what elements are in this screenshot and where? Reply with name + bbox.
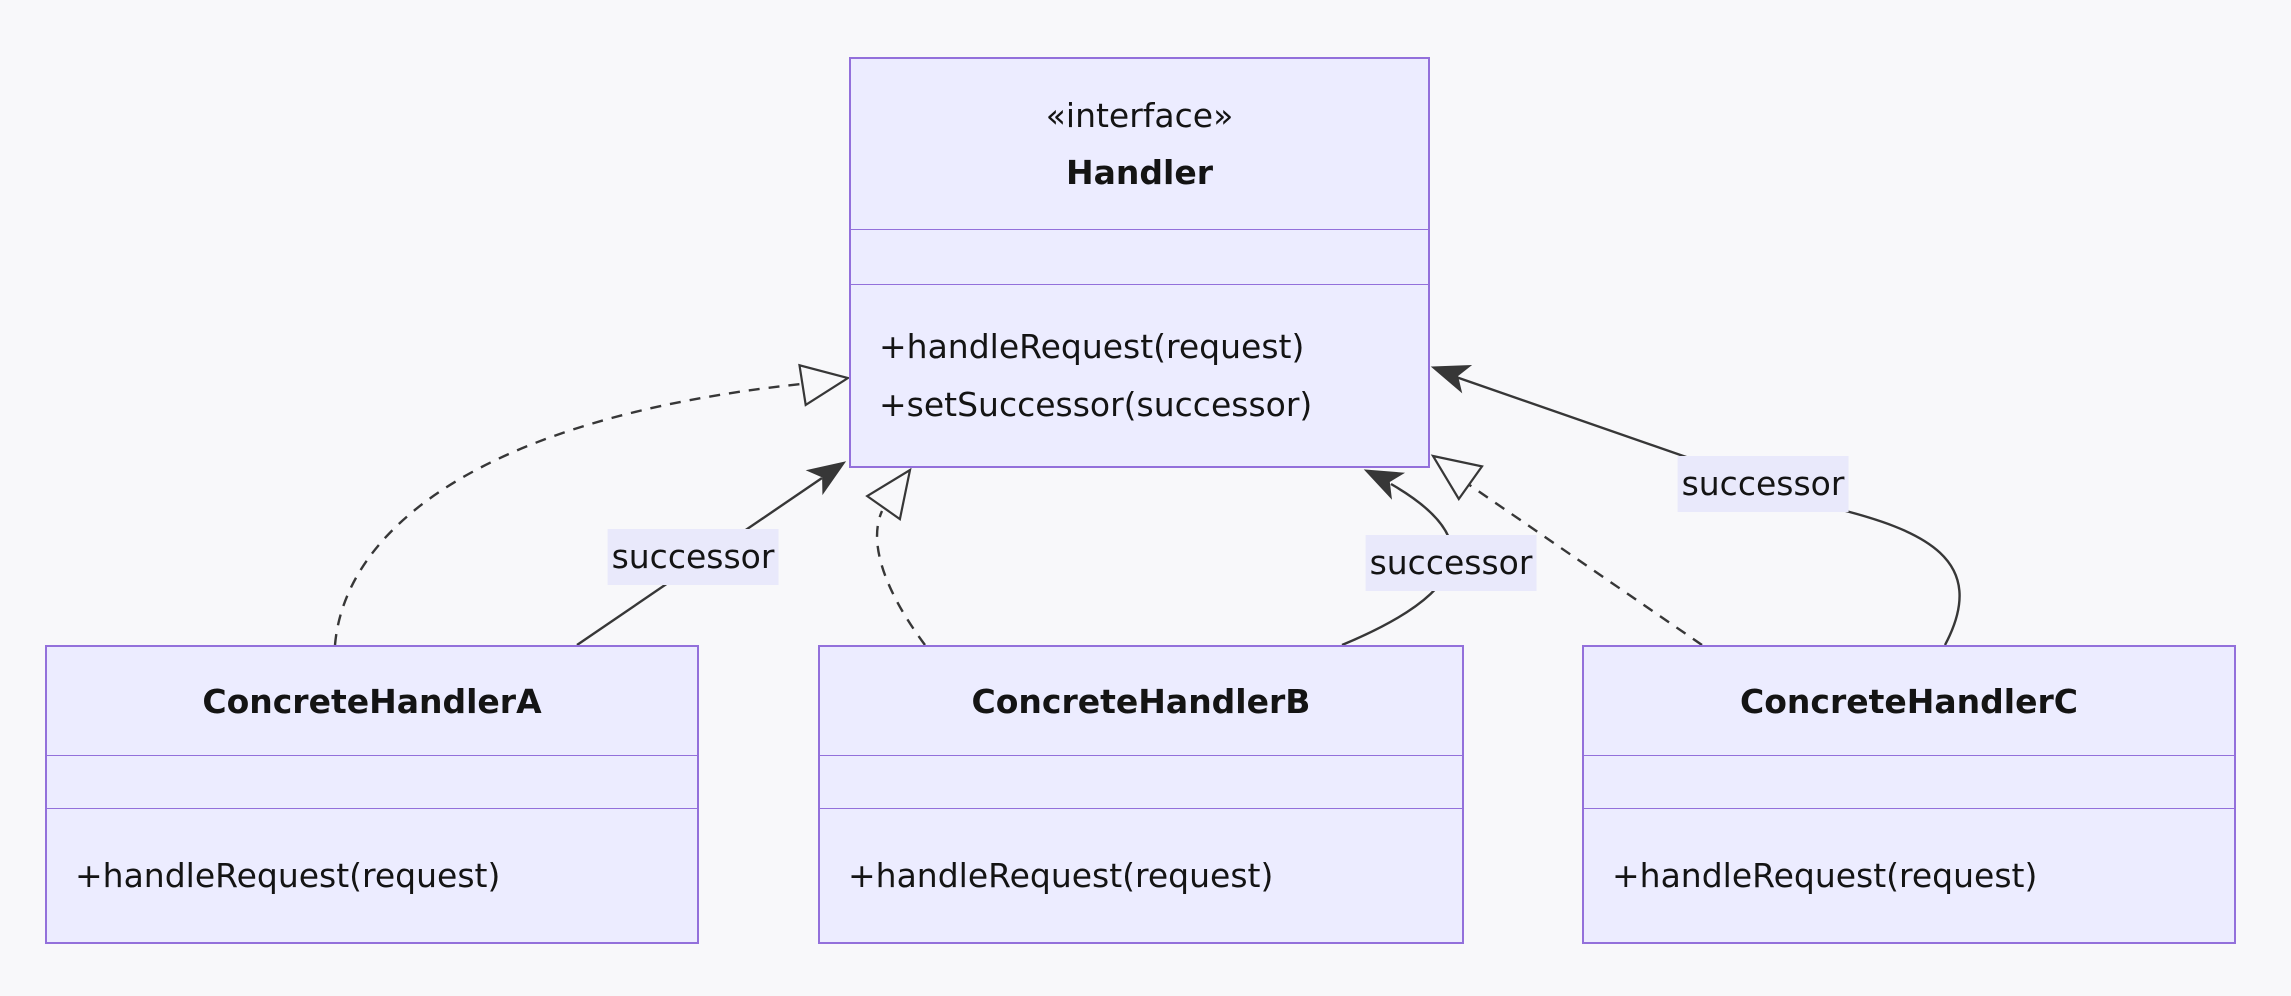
class-header-handler: «interface» Handler	[851, 59, 1428, 229]
methods-section-concrete-handler-b: +handleRequest(request)	[820, 808, 1462, 942]
attributes-section-handler	[851, 229, 1428, 284]
realization-a-line	[333, 382, 802, 646]
attributes-section-concrete-handler-a	[47, 755, 697, 808]
method-entry: +setSuccessor(successor)	[879, 384, 1313, 424]
class-box-handler: «interface» Handler +handleRequest(reque…	[849, 57, 1430, 468]
method-entry: +handleRequest(request)	[1612, 855, 2038, 895]
edge-association-c-to-handler	[1430, 365, 1961, 646]
method-entry: +handleRequest(request)	[75, 855, 501, 895]
methods-section-concrete-handler-a: +handleRequest(request)	[47, 808, 697, 942]
methods-section-concrete-handler-c: +handleRequest(request)	[1584, 808, 2234, 942]
methods-section-handler: +handleRequest(request) +setSuccessor(su…	[851, 284, 1428, 466]
attributes-section-concrete-handler-b	[820, 755, 1462, 808]
edge-realization-a-to-handler	[333, 363, 851, 646]
edge-realization-c-to-handler	[1430, 454, 1703, 646]
class-header-concrete-handler-b: ConcreteHandlerB	[820, 647, 1462, 755]
class-header-concrete-handler-c: ConcreteHandlerC	[1584, 647, 2234, 755]
dart-arrowhead-c	[1430, 365, 1473, 394]
method-entry: +handleRequest(request)	[848, 855, 1274, 895]
class-box-concrete-handler-b: ConcreteHandlerB +handleRequest(request)	[818, 645, 1464, 944]
dart-arrowhead-b	[1363, 469, 1406, 500]
realization-c-line	[1467, 483, 1703, 646]
class-box-concrete-handler-c: ConcreteHandlerC +handleRequest(request)	[1582, 645, 2236, 944]
stereotype-annotation: «interface»	[1045, 96, 1234, 135]
method-entry: +handleRequest(request)	[879, 326, 1305, 366]
class-name-handler: Handler	[1066, 153, 1213, 192]
association-c-line	[1455, 375, 1961, 646]
edge-label-successor-b: successor	[1365, 535, 1537, 591]
class-header-concrete-handler-a: ConcreteHandlerA	[47, 647, 697, 755]
hollow-triangle-arrowhead-a	[798, 363, 851, 407]
class-box-concrete-handler-a: ConcreteHandlerA +handleRequest(request)	[45, 645, 699, 944]
edge-label-successor-c: successor	[1677, 456, 1849, 512]
realization-b-line	[875, 510, 926, 646]
attributes-section-concrete-handler-c	[1584, 755, 2234, 808]
hollow-triangle-arrowhead-b	[865, 467, 912, 521]
edge-realization-b-to-handler	[865, 467, 926, 646]
class-name-concrete-handler-a: ConcreteHandlerA	[202, 681, 542, 721]
hollow-triangle-arrowhead-c	[1430, 454, 1484, 502]
class-name-concrete-handler-b: ConcreteHandlerB	[971, 681, 1311, 721]
dart-arrowhead-a	[805, 461, 847, 496]
edge-label-successor-a: successor	[607, 529, 779, 585]
class-name-concrete-handler-c: ConcreteHandlerC	[1740, 681, 2078, 721]
